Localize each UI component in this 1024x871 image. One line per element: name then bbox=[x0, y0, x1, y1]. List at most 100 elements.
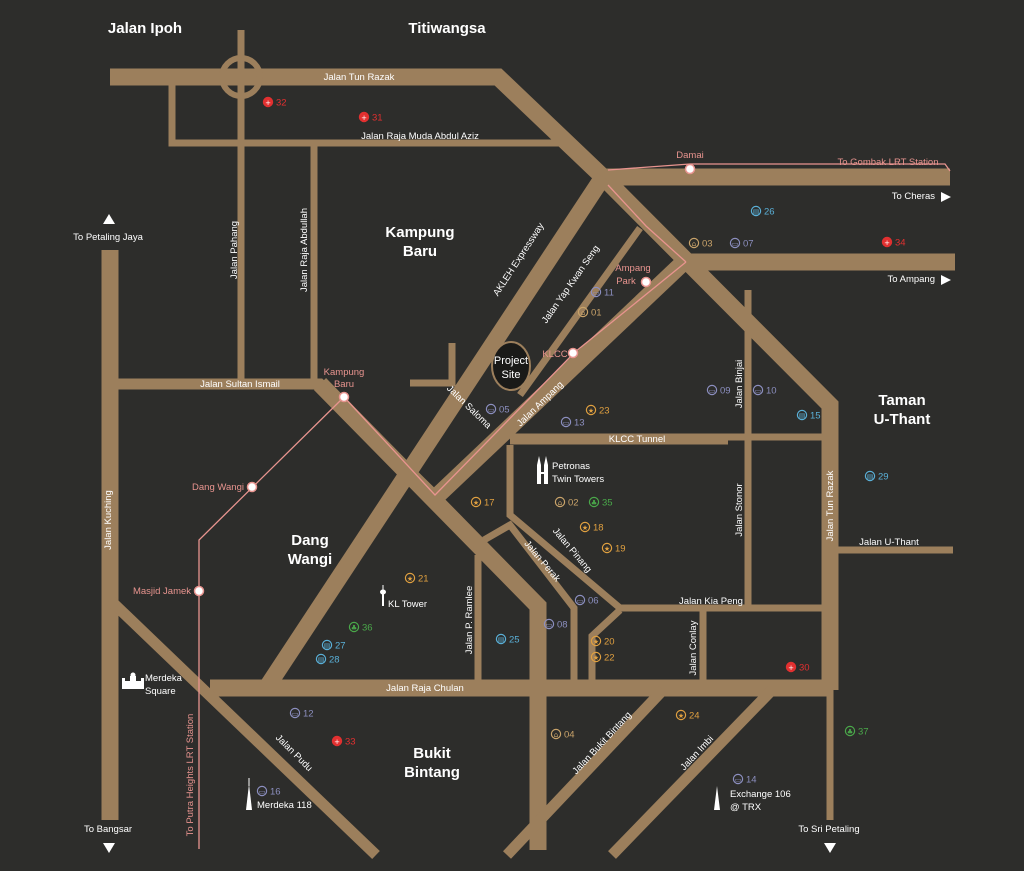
poi-03: ⌂ 03 bbox=[688, 237, 713, 250]
school-glyph: ⌂ bbox=[558, 499, 562, 507]
merdeka-square-line2: Square bbox=[145, 686, 176, 697]
poi-08: ▭ 08 bbox=[543, 618, 568, 631]
hospital-glyph: + bbox=[361, 114, 367, 122]
arrow-down-icon bbox=[103, 843, 115, 853]
petronas-line1: Petronas bbox=[552, 461, 590, 472]
park-icon bbox=[588, 496, 600, 508]
poi-07: ▭ 07 bbox=[729, 237, 754, 250]
poi-number: 08 bbox=[557, 620, 568, 631]
poi-number: 25 bbox=[509, 635, 520, 646]
station-dang-wangi: Dang Wangi bbox=[192, 482, 244, 493]
hotel-glyph: ▭ bbox=[732, 240, 739, 248]
label-stonor: Jalan Stonor bbox=[734, 483, 745, 536]
poi-05: ▭05 bbox=[485, 403, 510, 416]
merdeka-square-icon bbox=[122, 672, 144, 689]
star-glyph: ★ bbox=[593, 638, 599, 646]
school-icon bbox=[577, 306, 589, 318]
poi-number: 10 bbox=[766, 386, 777, 397]
arrow-right-icon bbox=[941, 275, 951, 285]
poi-number: 19 bbox=[615, 544, 626, 555]
poi-37: ♣37 bbox=[844, 725, 869, 738]
poi-number: 14 bbox=[746, 775, 757, 786]
hotel-glyph: ▭ bbox=[546, 621, 553, 629]
hospital-glyph: + bbox=[334, 738, 340, 746]
poi-16: ▭16 bbox=[256, 785, 281, 798]
project-site-line2: Site bbox=[502, 369, 521, 381]
merdeka-118-label: Merdeka 118 bbox=[257, 800, 312, 811]
station-ampang-park-line2: Park bbox=[616, 276, 636, 287]
label-raja-muda: Jalan Raja Muda Abdul Aziz bbox=[361, 131, 479, 142]
kl-tower-icon bbox=[380, 585, 386, 606]
area-bukit-bintang-line1: Bukit bbox=[413, 745, 451, 762]
poi-13: ▭13 bbox=[560, 416, 585, 429]
poi-number: 36 bbox=[362, 623, 373, 634]
poi-23: ★23 bbox=[585, 404, 610, 417]
poi-20: ★ 20 bbox=[590, 635, 615, 648]
office-icon bbox=[864, 470, 876, 482]
poi-number: 03 bbox=[702, 239, 713, 250]
label-pahang: Jalan Pahang bbox=[229, 221, 240, 279]
dir-petaling-jaya: To Petaling Jaya bbox=[73, 232, 143, 243]
poi-number: 07 bbox=[743, 239, 754, 250]
road-sultan-ismail-south bbox=[313, 378, 547, 850]
poi-29: ▤29 bbox=[864, 470, 889, 483]
label-conlay: Jalan Conlay bbox=[688, 620, 699, 675]
poi-number: 16 bbox=[270, 787, 281, 798]
lrt-line-klcc bbox=[343, 261, 687, 496]
hotel-glyph: ▭ bbox=[577, 597, 584, 605]
star-glyph: ★ bbox=[604, 545, 610, 553]
poi-number: 01 bbox=[591, 308, 602, 319]
road-akleh bbox=[257, 172, 611, 695]
poi-number: 02 bbox=[568, 498, 579, 509]
office-icon bbox=[750, 205, 762, 217]
office-glyph: ▤ bbox=[324, 642, 331, 650]
dir-sri-petaling: To Sri Petaling bbox=[798, 824, 859, 835]
poi-04: ⌂04 bbox=[550, 728, 575, 741]
poi-number: 24 bbox=[689, 711, 700, 722]
poi-33: +33 bbox=[331, 735, 356, 748]
poi-22: ★22 bbox=[590, 651, 615, 664]
poi-09: ▭09 bbox=[706, 384, 731, 397]
hotel-icon bbox=[732, 773, 744, 785]
station-marker-icon bbox=[246, 481, 258, 493]
poi-number: 11 bbox=[604, 288, 614, 299]
label-klcc-tunnel: KLCC Tunnel bbox=[609, 434, 666, 445]
hotel-icon bbox=[729, 237, 741, 249]
station-marker-icon bbox=[338, 391, 350, 403]
park-icon bbox=[844, 725, 856, 737]
label-u-thant: Jalan U-Thant bbox=[859, 537, 919, 548]
station-marker-icon bbox=[193, 585, 205, 597]
label-tun-razak-top: Jalan Tun Razak bbox=[324, 72, 395, 83]
road-saloma-block bbox=[410, 343, 456, 387]
road-yap-kwan-seng bbox=[517, 225, 643, 398]
poi-30: +30 bbox=[785, 661, 810, 674]
lrt-line-putra bbox=[198, 396, 345, 849]
hospital-icon bbox=[785, 661, 797, 673]
roundabout bbox=[219, 55, 263, 99]
star-icon bbox=[579, 521, 591, 533]
road-ampang bbox=[430, 253, 692, 504]
school-glyph: ⌂ bbox=[692, 240, 696, 248]
station-ampang-park-line1: Ampang bbox=[615, 263, 650, 274]
star-glyph: ★ bbox=[407, 575, 413, 583]
star-icon bbox=[590, 635, 602, 647]
label-sultan-ismail: Jalan Sultan Ismail bbox=[200, 379, 280, 390]
station-masjid-jamek: Masjid Jamek bbox=[133, 586, 191, 597]
star-glyph: ★ bbox=[678, 712, 684, 720]
star-glyph: ★ bbox=[473, 499, 479, 507]
poi-34: +34 bbox=[881, 236, 906, 249]
exchange-106-line1: Exchange 106 bbox=[730, 789, 791, 800]
poi-19: ★ 19 bbox=[601, 542, 626, 555]
station-marker-icon bbox=[640, 276, 652, 288]
poi-number: 20 bbox=[604, 637, 615, 648]
poi-26: ▤26 bbox=[750, 205, 775, 218]
hotel-glyph: ▭ bbox=[563, 419, 570, 427]
area-kampung-baru-line1: Kampung bbox=[385, 224, 454, 241]
petronas-line2: Twin Towers bbox=[552, 474, 604, 485]
poi-number: 34 bbox=[895, 238, 906, 249]
poi-25: ▤25 bbox=[495, 633, 520, 646]
hospital-glyph: + bbox=[265, 99, 271, 107]
dir-putra-heights: To Putra Heights LRT Station bbox=[185, 714, 196, 837]
station-marker-icon bbox=[567, 347, 579, 359]
